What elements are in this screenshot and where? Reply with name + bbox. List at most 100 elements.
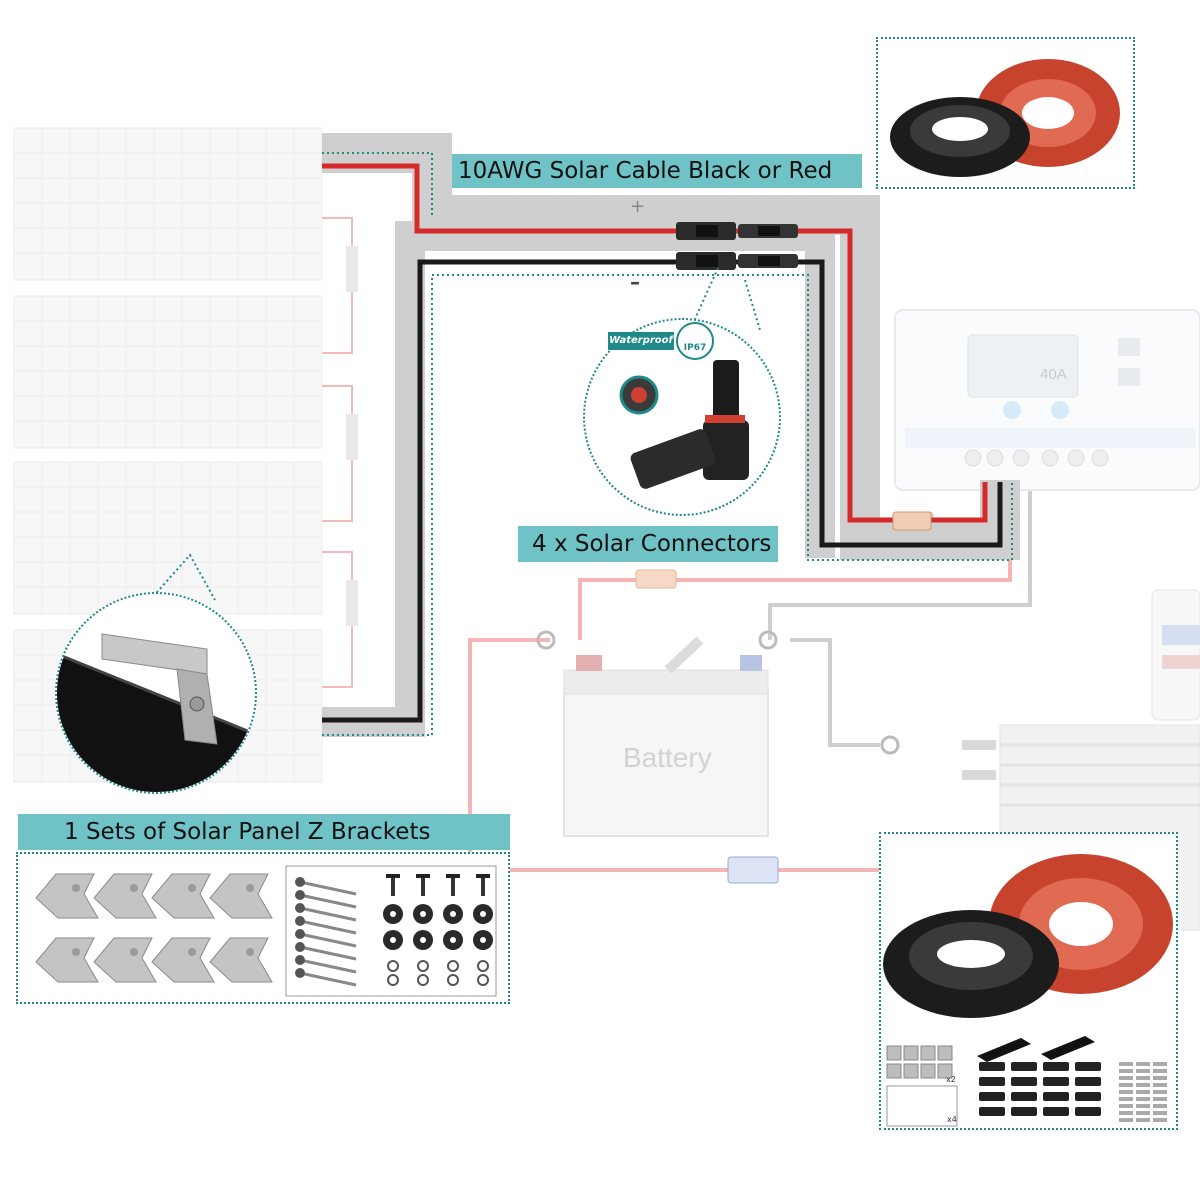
mini-connector-icon <box>1043 1092 1069 1101</box>
ring-lug-icon <box>1153 1104 1167 1108</box>
mini-connector-icon <box>979 1107 1005 1116</box>
ring-lug-icon <box>1119 1069 1133 1073</box>
positive-cable <box>322 163 988 523</box>
brackets-label: 1 Sets of Solar Panel Z Brackets <box>18 814 510 850</box>
mini-bracket-icon <box>903 1045 919 1061</box>
ring-lug-icon <box>1153 1069 1167 1073</box>
accessory-box-icon <box>1151 589 1200 721</box>
wrench-icon <box>977 1038 1031 1062</box>
hardware-multiplier: x4 <box>947 1115 957 1124</box>
ring-lug-icon <box>1153 1083 1167 1087</box>
z-bracket-icon <box>93 937 157 983</box>
mini-connector-icon <box>1011 1077 1037 1086</box>
ring-lug-icon <box>1136 1076 1150 1080</box>
t-bolt-icon <box>416 874 430 896</box>
battery-label: Battery <box>623 742 712 773</box>
z-bracket-icon <box>209 937 273 983</box>
nut-icon <box>387 974 399 986</box>
mini-connector-icon <box>1011 1107 1037 1116</box>
z-bracket-icon <box>209 873 273 919</box>
ring-lug-icon <box>1119 1083 1133 1087</box>
cable-spools-icon <box>890 59 1120 177</box>
mini-bracket-icon <box>886 1063 902 1079</box>
z-bracket-icon <box>151 873 215 919</box>
controller-display-unit: A <box>1056 366 1067 383</box>
bolt-icon <box>295 942 357 961</box>
controller-display-value: 40 <box>1040 366 1057 383</box>
nut-icon <box>387 960 399 972</box>
full-kit-icon <box>883 854 1173 1127</box>
ring-lug-icon <box>1119 1062 1133 1066</box>
t-bolt-icon <box>386 874 400 896</box>
solar-panel-icon <box>13 461 358 688</box>
ring-lug-icon <box>1153 1076 1167 1080</box>
battery-icon <box>563 636 769 837</box>
mini-connector-icon <box>1043 1062 1069 1071</box>
full-kit-box <box>879 832 1178 1130</box>
mini-connector-icon <box>1011 1062 1037 1071</box>
brackets-multiplier: x2 <box>946 1075 956 1084</box>
bolt-icon <box>295 890 357 909</box>
ring-lug-icon <box>1119 1076 1133 1080</box>
ring-lug-icon <box>1136 1083 1150 1087</box>
ring-lug-icon <box>1136 1097 1150 1101</box>
solar-panel-icon <box>13 127 358 354</box>
mini-connector-icon <box>1075 1107 1101 1116</box>
mini-bracket-icon <box>920 1063 936 1079</box>
mini-bracket-icon <box>920 1045 936 1061</box>
ring-lug-icon <box>1136 1069 1150 1073</box>
bolt-icon <box>295 929 357 948</box>
mini-connector-icon <box>1075 1077 1101 1086</box>
cable-spools-box <box>876 37 1135 189</box>
nut-icon <box>447 960 459 972</box>
ip67-badge: IP67 <box>676 322 714 360</box>
ring-lug-icon <box>1136 1111 1150 1115</box>
mini-connector-icon <box>1011 1092 1037 1101</box>
mc4-connector-closeup-icon <box>619 360 749 489</box>
bracket-detail-circle <box>55 592 257 794</box>
mini-bracket-icon <box>937 1045 953 1061</box>
nut-icon <box>447 974 459 986</box>
ring-lug-icon <box>1119 1118 1133 1122</box>
mini-connector-icon <box>979 1077 1005 1086</box>
cable-label: 10AWG Solar Cable Black or Red <box>452 154 862 188</box>
bolt-icon <box>295 955 357 974</box>
waterproof-badge: Waterproof <box>608 332 674 350</box>
solar-panel-icon <box>13 295 358 522</box>
connectors-label: 4 x Solar Connectors <box>518 526 778 562</box>
charge-controller-icon <box>894 309 1200 491</box>
z-bracket-closeup-icon <box>57 633 255 792</box>
bolt-icon <box>295 968 357 987</box>
ring-lug-icon <box>1136 1118 1150 1122</box>
negative-sign: – <box>630 270 640 294</box>
ip67-label: IP67 <box>683 343 707 353</box>
ring-lug-icon <box>1119 1104 1133 1108</box>
bolt-icon <box>295 916 357 935</box>
mini-bracket-icon <box>886 1045 902 1061</box>
ring-lug-icon <box>1119 1097 1133 1101</box>
ring-lug-icon <box>1153 1097 1167 1101</box>
ring-lug-icon <box>1136 1090 1150 1094</box>
brackets-kit-box <box>16 852 510 1004</box>
mini-bracket-icon <box>937 1063 953 1079</box>
ring-lug-icon <box>1153 1062 1167 1066</box>
t-bolt-icon <box>446 874 460 896</box>
mc4-connectors-on-cable <box>676 222 798 270</box>
ring-lug-icon <box>1136 1104 1150 1108</box>
brackets-kit-icon <box>35 865 497 997</box>
nut-icon <box>477 974 489 986</box>
bolt-icon <box>295 877 357 896</box>
negative-cable <box>322 259 1003 723</box>
ring-lug-icon <box>1136 1062 1150 1066</box>
inline-fuse-icon <box>727 856 779 884</box>
nut-icon <box>417 974 429 986</box>
mini-connector-icon <box>1075 1092 1101 1101</box>
mini-connector-icon <box>979 1092 1005 1101</box>
z-bracket-icon <box>151 937 215 983</box>
controller-display: 40A <box>1040 366 1067 383</box>
mini-connector-icon <box>1043 1107 1069 1116</box>
mini-bracket-icon <box>903 1063 919 1079</box>
wrench-icon <box>1041 1036 1095 1060</box>
mini-connector-icon <box>1075 1062 1101 1071</box>
